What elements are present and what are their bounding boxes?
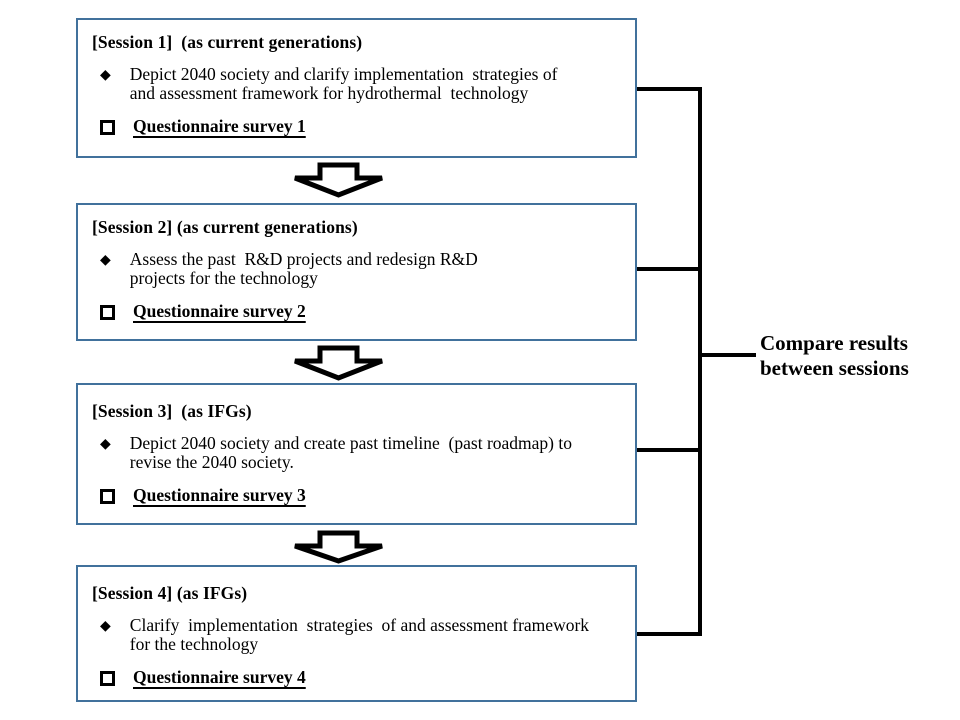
down-arrow-icon: [294, 345, 383, 381]
session-4-survey: Questionnaire survey 4: [133, 667, 306, 687]
session-2-survey-row: Questionnaire survey 2: [100, 302, 621, 321]
session-2-survey: Questionnaire survey 2: [133, 301, 306, 321]
session-3-objective-row: ◆ Depict 2040 society and create past ti…: [100, 434, 621, 471]
down-arrow-icon: [294, 162, 383, 198]
session-4-survey-row: Questionnaire survey 4: [100, 668, 621, 687]
session-1-survey-row: Questionnaire survey 1: [100, 117, 621, 136]
square-bullet-icon: [100, 305, 115, 320]
session-1-box: [Session 1] (as current generations) ◆ D…: [76, 18, 637, 158]
session-1-objective-row: ◆ Depict 2040 society and clarify implem…: [100, 65, 621, 102]
session-3-survey: Questionnaire survey 3: [133, 485, 306, 505]
session-2-objective: Assess the past R&D projects and redesig…: [129, 249, 478, 288]
session-4-box: [Session 4] (as IFGs) ◆ Clarify implemen…: [76, 565, 637, 702]
session-4-title: [Session 4] (as IFGs): [92, 583, 248, 603]
square-bullet-icon: [100, 489, 115, 504]
down-arrow-icon: [294, 530, 383, 564]
session-2-objective-row: ◆ Assess the past R&D projects and redes…: [100, 250, 621, 287]
diamond-bullet-icon: ◆: [100, 67, 111, 83]
session-4-objective: Clarify implementation strategies of and…: [129, 615, 590, 654]
session-3-title: [Session 3] (as IFGs): [92, 401, 252, 421]
diamond-bullet-icon: ◆: [100, 436, 111, 452]
square-bullet-icon: [100, 120, 115, 135]
square-bullet-icon: [100, 671, 115, 686]
session-1-title: [Session 1] (as current generations): [92, 32, 363, 52]
compare-results-label: Compare results between sessions: [760, 331, 909, 380]
session-4-objective-row: ◆ Clarify implementation strategies of a…: [100, 616, 621, 653]
session-3-objective: Depict 2040 society and create past time…: [129, 433, 572, 472]
session-3-box: [Session 3] (as IFGs) ◆ Depict 2040 soci…: [76, 383, 637, 525]
session-1-survey: Questionnaire survey 1: [133, 116, 306, 136]
session-2-title: [Session 2] (as current generations): [92, 217, 358, 237]
diamond-bullet-icon: ◆: [100, 252, 111, 268]
session-2-box: [Session 2] (as current generations) ◆ A…: [76, 203, 637, 341]
session-3-survey-row: Questionnaire survey 3: [100, 486, 621, 505]
diamond-bullet-icon: ◆: [100, 618, 111, 634]
session-1-objective: Depict 2040 society and clarify implemen…: [129, 64, 558, 103]
